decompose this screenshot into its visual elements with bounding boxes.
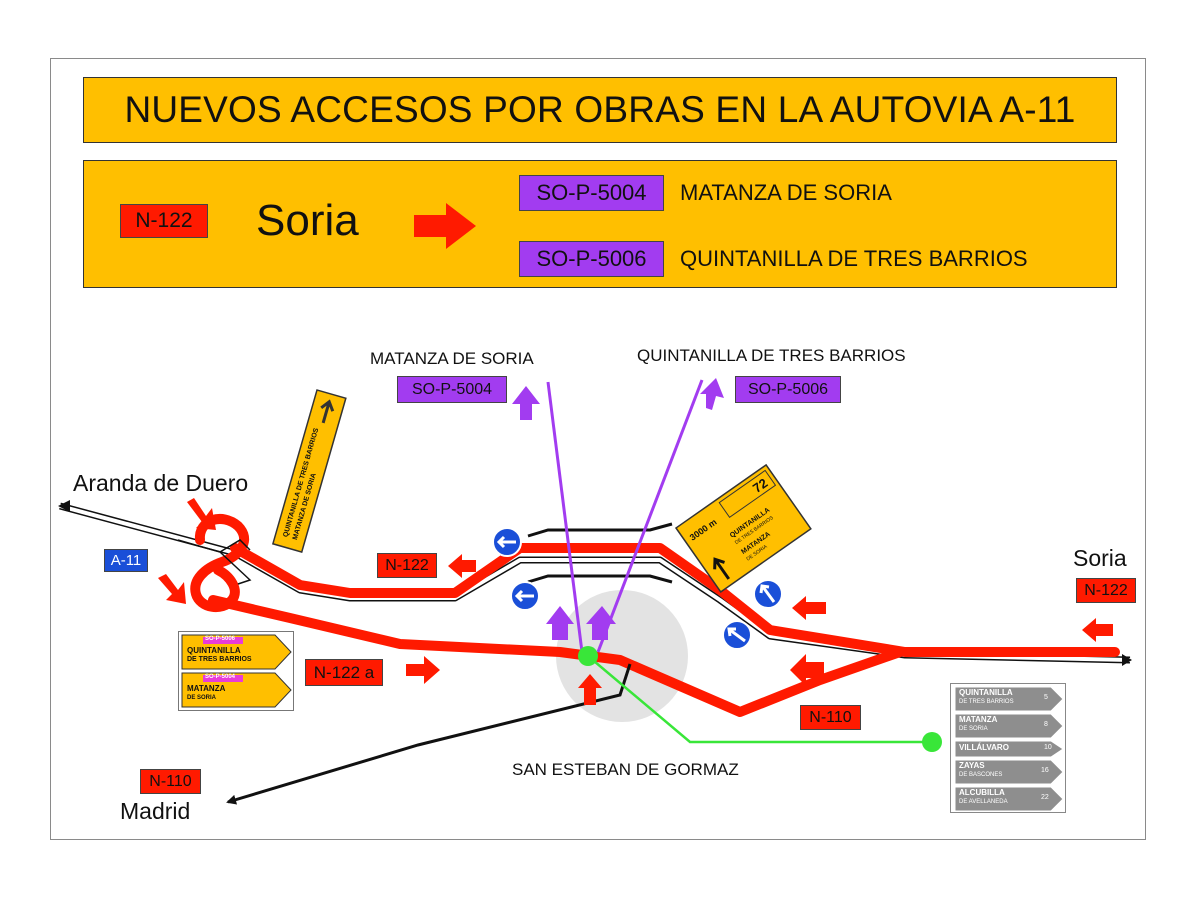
arrow-left-icon <box>790 654 824 686</box>
legend-route-name-2: QUINTANILLA DE TRES BARRIOS <box>680 246 1028 271</box>
sign-left-name-2: MATANZA <box>187 684 226 693</box>
sign-right-sub-1: DE TRES BARRIOS <box>959 699 1014 705</box>
sign-right-km-5: 22 <box>1041 794 1049 801</box>
arrow-up-icon <box>578 674 602 705</box>
bridge-markers <box>527 522 673 584</box>
legend-route-code-2: SO-P-5006 <box>519 241 664 277</box>
page-title: NUEVOS ACCESOS POR OBRAS EN LA AUTOVIA A… <box>124 89 1076 130</box>
arrow-up-icon <box>512 386 540 420</box>
left-turn-sign-icon <box>722 620 752 650</box>
sign-right-name-1: QUINTANILLA <box>959 688 1013 697</box>
tag-n122-west-label: N-122 <box>385 556 429 574</box>
tag-n122-west: N-122 <box>377 553 437 578</box>
n110-madrid-road <box>226 663 632 805</box>
tag-a11-label: A-11 <box>110 552 142 569</box>
purple-routes <box>546 379 704 653</box>
place-madrid: Madrid <box>120 798 191 824</box>
tag-n110-madrid: N-110 <box>140 769 201 794</box>
place-aranda: Aranda de Duero <box>73 470 249 496</box>
place-san-esteban: SAN ESTEBAN DE GORMAZ <box>512 760 739 779</box>
legend-route-name-1: MATANZA DE SORIA <box>680 180 892 205</box>
left-turn-sign-icon <box>510 581 540 611</box>
tag-n122a-label: N-122 a <box>313 662 375 682</box>
arrow-up-icon <box>586 606 616 640</box>
tag-n110-madrid-label: N-110 <box>149 772 192 790</box>
sign-diamond: 72 3000 m QUINTANILLA DE TRES BARRIOS MA… <box>674 463 812 593</box>
map-frame <box>50 58 1146 840</box>
legend-road-label: N-122 <box>135 209 193 232</box>
tag-n110-east-label: N-110 <box>809 708 852 726</box>
sign-left-sub-1: DE TRES BARRIOS <box>187 656 252 663</box>
sign-vertical: QUINTANILLA DE TRES BARRIOS MATANZA DE S… <box>271 389 347 553</box>
arrow-left-icon <box>792 596 826 620</box>
label-matanza: MATANZA DE SORIA <box>370 349 534 368</box>
legend-route-code-1: SO-P-5004 <box>519 175 664 211</box>
tag-matanza-code: SO-P-5004 <box>397 376 507 403</box>
sign-right-sub-2: DE SORIA <box>959 726 988 732</box>
arrow-down-icon <box>158 574 186 604</box>
left-turn-sign-icon <box>753 579 783 609</box>
sign-left-code-2: SO-P-5004 <box>205 674 236 680</box>
green-link <box>578 646 942 752</box>
sign-right-name-2: MATANZA <box>959 715 998 724</box>
legend-route-code-2-label: SO-P-5006 <box>536 246 647 271</box>
sign-right-sub-4: DE BASCONES <box>959 772 1003 778</box>
sign-left-code-1: SO-P-5006 <box>205 636 236 642</box>
tag-a11: A-11 <box>104 549 148 572</box>
tag-matanza-code-label: SO-P-5004 <box>411 380 493 398</box>
arrow-right-icon <box>406 656 440 684</box>
left-turn-sign-icon <box>492 527 522 557</box>
legend-destination: Soria <box>256 196 359 245</box>
tag-quintanilla-code-label: SO-P-5006 <box>747 380 829 398</box>
blue-round-signs <box>492 527 783 650</box>
arrow-left-icon <box>1082 618 1113 642</box>
title-banner: NUEVOS ACCESOS POR OBRAS EN LA AUTOVIA A… <box>83 77 1117 143</box>
sign-right-name-3: VILLÁLVARO <box>959 743 1009 752</box>
sign-right-km-2: 8 <box>1044 721 1048 728</box>
sign-right-km-4: 16 <box>1041 767 1049 774</box>
sign-left-sub-2: DE SORIA <box>187 695 217 701</box>
sign-right: QUINTANILLA DE TRES BARRIOS 5 MATANZA DE… <box>950 683 1066 813</box>
sign-right-name-5: ALCUBILLA <box>959 788 1005 797</box>
place-soria: Soria <box>1073 545 1127 571</box>
tag-n122-east-label: N-122 <box>1084 581 1128 599</box>
arrow-up-icon <box>546 606 574 640</box>
tag-n110-east: N-110 <box>800 705 861 730</box>
arrow-up-icon <box>700 378 724 410</box>
interchange-lines <box>177 539 252 585</box>
sign-right-km-1: 5 <box>1044 694 1048 701</box>
sign-diamond-arrow-icon <box>713 557 730 580</box>
sign-right-sub-5: DE AVELLANEDA <box>959 799 1008 805</box>
tag-n122a: N-122 a <box>305 659 383 686</box>
sign-left: SO-P-5006 QUINTANILLA DE TRES BARRIOS SO… <box>178 631 294 711</box>
arrow-left-icon <box>448 554 476 578</box>
sign-right-name-4: ZAYAS <box>959 761 985 770</box>
label-quintanilla: QUINTANILLA DE TRES BARRIOS <box>637 346 906 365</box>
sign-diamond-number: 72 <box>750 475 770 496</box>
sign-right-km-3: 10 <box>1044 744 1052 751</box>
sign-left-name-1: QUINTANILLA <box>187 646 241 655</box>
purple-up-arrows <box>512 378 724 640</box>
arrow-down-icon <box>187 498 216 530</box>
legend-route-code-1-label: SO-P-5004 <box>536 180 647 205</box>
tag-quintanilla-code: SO-P-5006 <box>735 376 841 403</box>
legend-road-tag: N-122 <box>120 204 208 238</box>
red-direction-arrows <box>158 498 1113 705</box>
tag-n122-east: N-122 <box>1076 578 1136 603</box>
